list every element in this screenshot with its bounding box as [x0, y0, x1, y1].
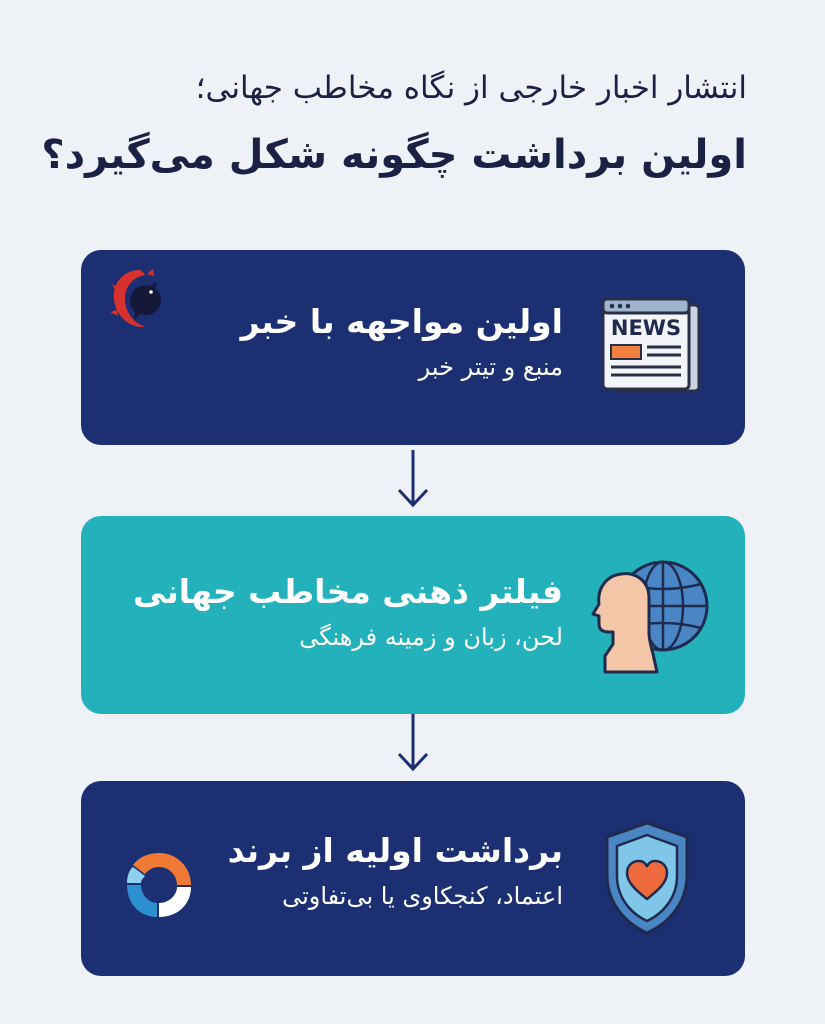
- step-card-first-encounter: اولین مواجهه با خبر منبع و تیتر خبر NEWS: [81, 250, 745, 445]
- news-icon-label: NEWS: [611, 316, 681, 340]
- step-subtitle: اعتماد، کنجکاوی یا بی‌تفاوتی: [282, 882, 563, 910]
- title-line-1: انتشار اخبار خارجی از نگاه مخاطب جهانی؛: [195, 70, 747, 106]
- step-text-3: برداشت اولیه از برند اعتماد، کنجکاوی یا …: [228, 831, 563, 910]
- step-title: اولین مواجهه با خبر: [240, 302, 563, 341]
- newspaper-icon: NEWS: [601, 297, 701, 393]
- brand-swirl-logo-icon: [127, 853, 191, 917]
- down-arrow-icon: [397, 450, 429, 508]
- step-title: فیلتر ذهنی مخاطب جهانی: [132, 572, 563, 611]
- step-card-brand-impression: برداشت اولیه از برند اعتماد، کنجکاوی یا …: [81, 781, 745, 976]
- head-globe-icon: [591, 560, 709, 674]
- step-subtitle: منبع و تیتر خبر: [418, 353, 563, 381]
- down-arrow-icon: [397, 714, 429, 772]
- step-title: برداشت اولیه از برند: [227, 831, 563, 870]
- title-line-2: اولین برداشت چگونه شکل می‌گیرد؟: [41, 132, 747, 178]
- step-text-2: فیلتر ذهنی مخاطب جهانی لحن، زبان و زمینه…: [133, 572, 563, 651]
- step-text-1: اولین مواجهه با خبر منبع و تیتر خبر: [241, 302, 563, 381]
- heart-shield-icon: [605, 821, 689, 935]
- crow-logo-icon: [110, 269, 161, 328]
- step-card-mental-filter: فیلتر ذهنی مخاطب جهانی لحن، زبان و زمینه…: [81, 516, 745, 714]
- step-subtitle: لحن، زبان و زمینه فرهنگی: [299, 623, 563, 651]
